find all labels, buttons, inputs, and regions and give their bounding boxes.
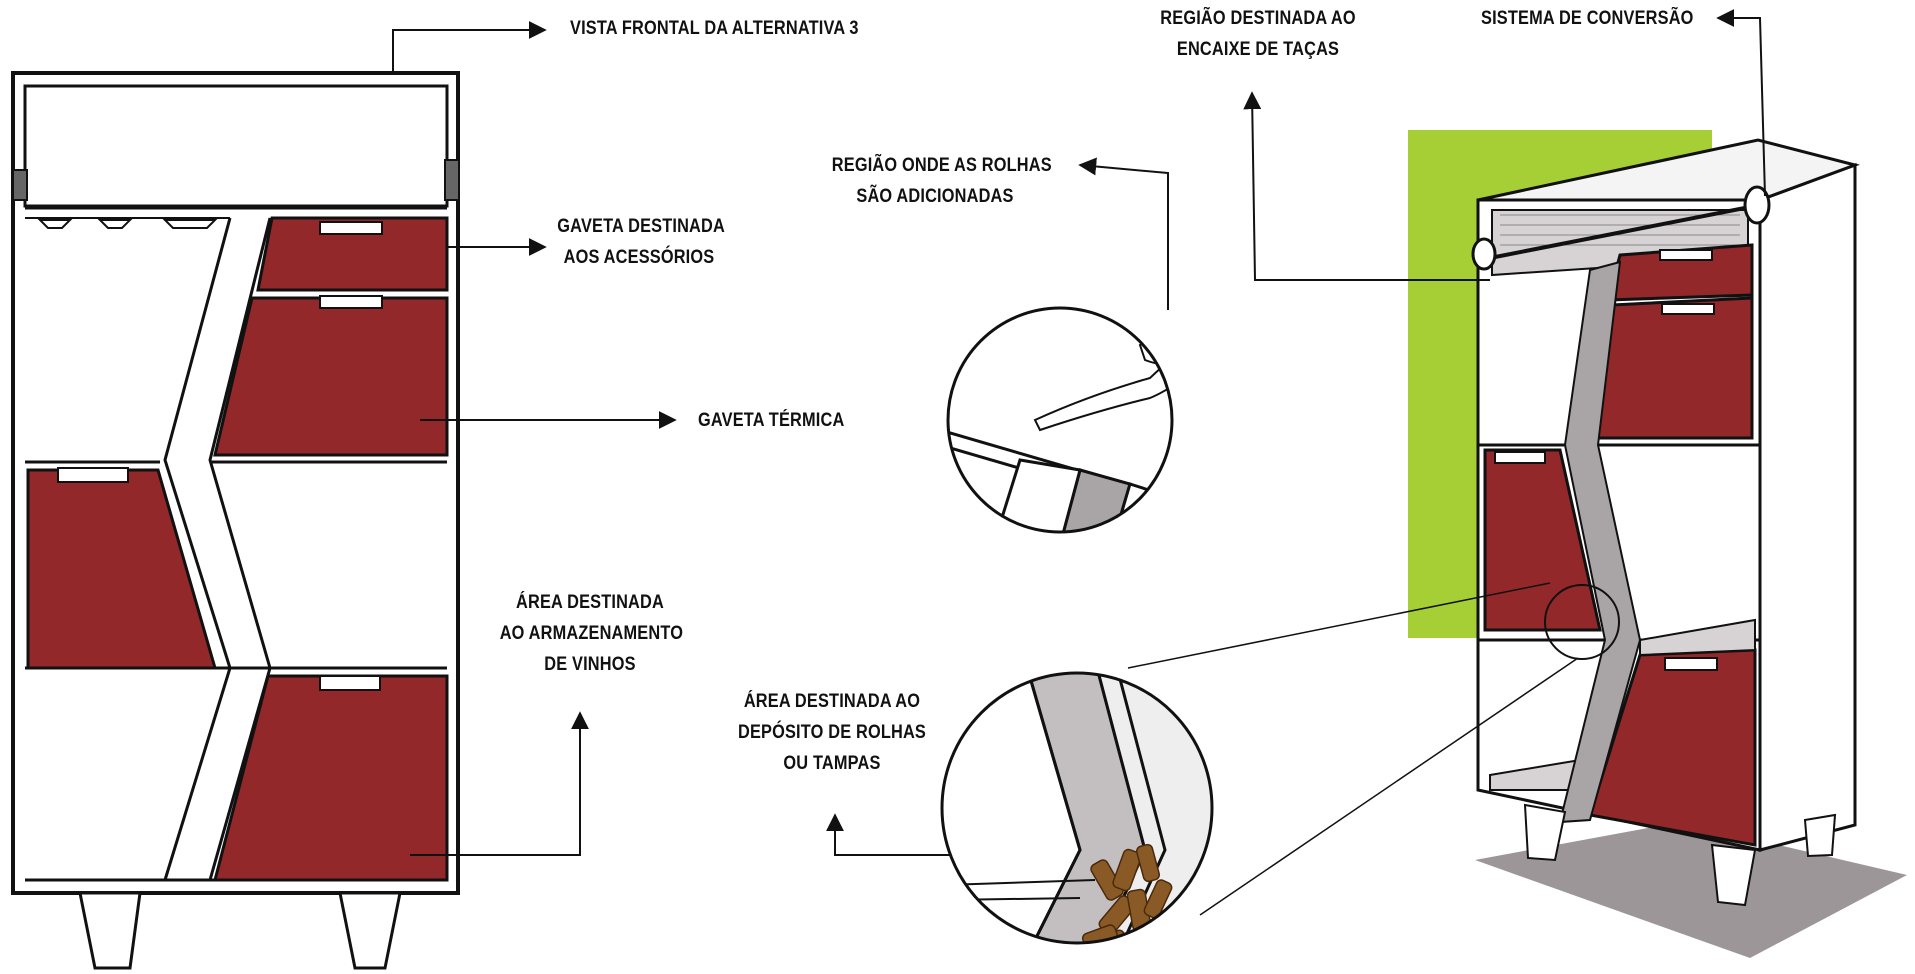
zoom-circle-icon (942, 660, 1230, 970)
arrow-icon (1080, 165, 1168, 310)
label-line: AOS ACESSÓRIOS (557, 242, 720, 273)
label-wine-storage: ÁREA DESTINADA AO ARMAZENAMENTO DE VINHO… (500, 587, 681, 680)
zoom-circle-icon (940, 308, 1228, 620)
label-cork-deposit: ÁREA DESTINADA AO DEPÓSITO DE ROLHAS OU … (737, 686, 926, 779)
label-line: DE VINHOS (500, 649, 681, 680)
cork-icon (1166, 348, 1207, 408)
perspective-cabinet (1473, 140, 1855, 905)
label-line: ENCAIXE DE TAÇAS (1155, 34, 1361, 65)
label-line: ÁREA DESTINADA AO (737, 686, 926, 717)
front-view-cabinet (13, 73, 459, 968)
label-line: AO ARMAZENAMENTO (500, 618, 681, 649)
label-thermal-drawer: GAVETA TÉRMICA (698, 405, 844, 436)
thermal-drawer (215, 298, 447, 455)
label-conversion-system: SISTEMA DE CONVERSÃO (1481, 3, 1694, 34)
arrow-icon (393, 30, 545, 72)
label-accessory-drawer: GAVETA DESTINADA AOS ACESSÓRIOS (557, 211, 720, 273)
label-cork-insert: REGIÃO ONDE AS ROLHAS SÃO ADICIONADAS (832, 150, 1038, 212)
label-line: OU TAMPAS (737, 748, 926, 779)
label-line: SÃO ADICIONADAS (832, 181, 1038, 212)
label-front-view: VISTA FRONTAL DA ALTERNATIVA 3 (570, 13, 859, 44)
label-line: ÁREA DESTINADA (500, 587, 681, 618)
label-glass-slot: REGIÃO DESTINADA AO ENCAIXE DE TAÇAS (1155, 3, 1361, 65)
label-line: GAVETA DESTINADA (557, 211, 720, 242)
label-line: REGIÃO ONDE AS ROLHAS (832, 150, 1038, 181)
label-line: DEPÓSITO DE ROLHAS (737, 717, 926, 748)
label-line: REGIÃO DESTINADA AO (1155, 3, 1361, 34)
